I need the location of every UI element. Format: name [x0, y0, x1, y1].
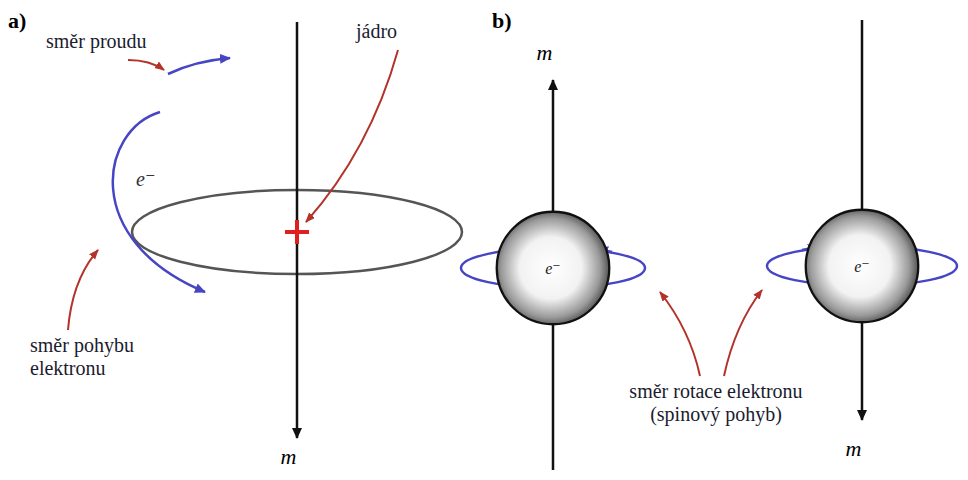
motion-label: směr pohybu elektronu: [30, 334, 160, 380]
moment-label: m⃗: [846, 436, 879, 461]
moment-axis: [296, 22, 299, 438]
electron-symbol: e⁻: [545, 259, 561, 278]
spin-label: směr rotace elektronu (spinový pohyb): [616, 380, 816, 426]
moment-label: m⃗: [537, 40, 570, 65]
leader-line: [68, 250, 98, 330]
panel-letter: a): [8, 8, 26, 33]
leader-line: [724, 290, 762, 376]
electron-symbol: e⁻: [854, 257, 870, 276]
nucleus-label: jádro: [356, 20, 397, 43]
panel-letter: b): [492, 8, 512, 33]
leader-line: [128, 60, 164, 70]
current-label: směr proudu: [46, 30, 147, 53]
leader-line: [306, 50, 398, 222]
electron-label: e⁻: [136, 168, 155, 191]
electron-sphere: e⁻: [804, 208, 920, 324]
moment-label: m⃗: [281, 444, 314, 469]
current-arrow: [168, 58, 230, 74]
nucleus-plus: [285, 220, 309, 244]
motion-arrow: [113, 112, 205, 292]
electron-sphere: e⁻: [495, 210, 611, 326]
leader-line: [660, 292, 700, 376]
